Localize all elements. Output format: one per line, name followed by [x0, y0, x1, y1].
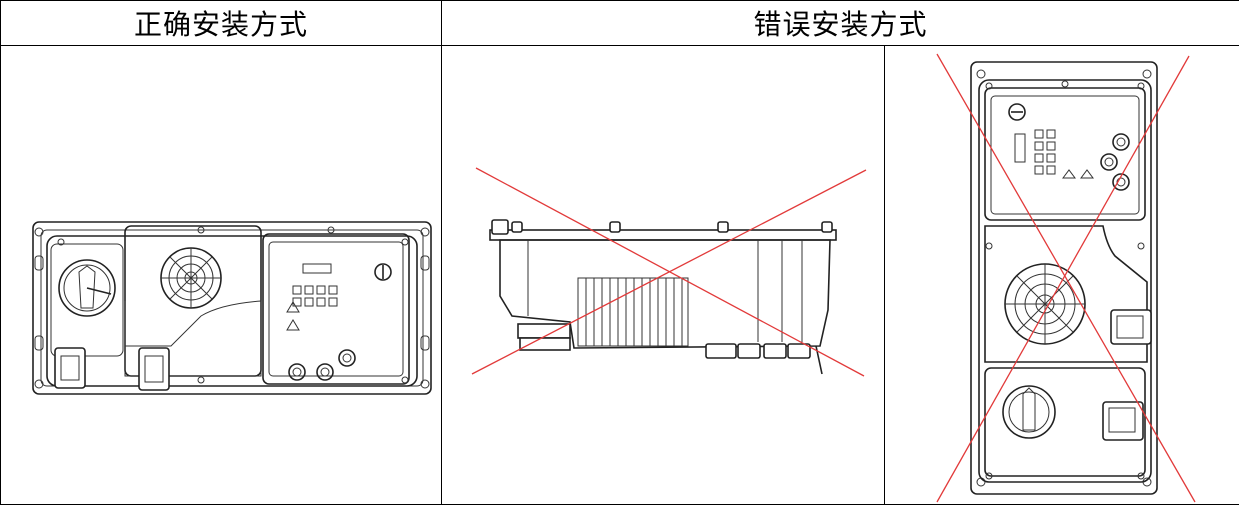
figure-wrong-side-cell	[442, 46, 885, 505]
header-correct-installation: 正确安装方式	[1, 1, 442, 46]
inverter-side-view-icon	[442, 46, 885, 504]
inverter-front-horizontal-icon	[1, 46, 442, 504]
header-wrong-installation: 错误安装方式	[442, 1, 1239, 46]
figure-wrong-vertical-cell	[885, 46, 1239, 505]
figure-correct-cell	[1, 46, 442, 505]
inverter-vertical-icon	[885, 46, 1239, 504]
